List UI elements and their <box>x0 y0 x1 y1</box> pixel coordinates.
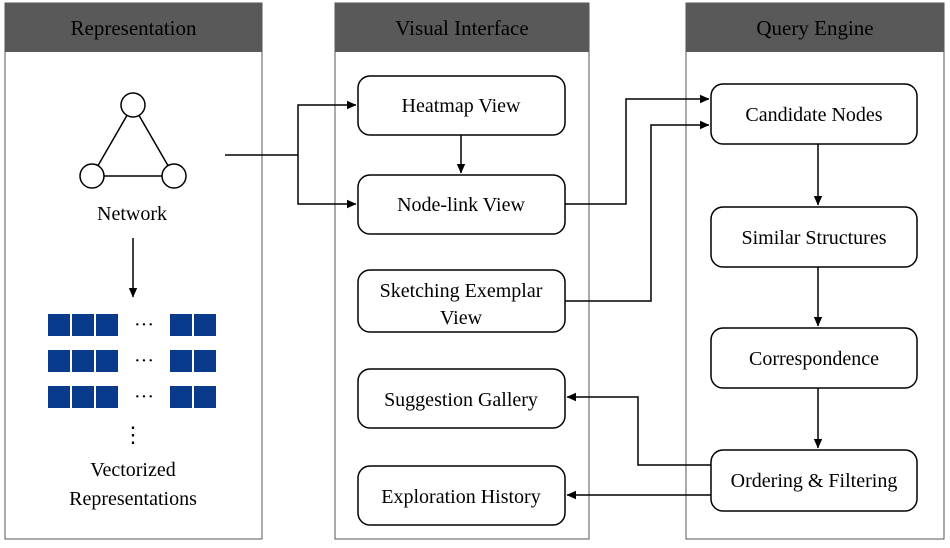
vectorized-label-line2: Representations <box>69 488 197 510</box>
vector-cell <box>48 314 70 336</box>
node-link-view-label: Node-link View <box>397 194 525 216</box>
network-node-left <box>79 163 105 189</box>
sketching-exemplar-view-box[interactable]: Sketching Exemplar View <box>357 269 566 333</box>
visual-interface-header <box>335 3 589 52</box>
vector-cell <box>72 350 94 372</box>
query-engine-title: Query Engine <box>756 16 873 40</box>
exploration-history-label: Exploration History <box>381 486 540 508</box>
row-ellipsis: ··· <box>134 350 154 372</box>
similar-structures-box[interactable]: Similar Structures <box>710 206 918 268</box>
network-node-top <box>120 92 146 118</box>
similar-structures-label: Similar Structures <box>742 227 887 249</box>
correspondence-box[interactable]: Correspondence <box>710 327 918 389</box>
ordering-to-suggestion-arrow <box>566 392 711 466</box>
suggestion-gallery-label: Suggestion Gallery <box>384 389 538 411</box>
split-to-heatmap-arrow <box>297 100 357 155</box>
network-node-right <box>161 163 187 189</box>
vector-cell <box>194 386 216 408</box>
sketching-label-line1: Sketching Exemplar <box>380 280 543 302</box>
vector-cell <box>72 386 94 408</box>
node-link-view-box[interactable]: Node-link View <box>357 174 566 235</box>
vectorized-label-line1: Vectorized <box>90 459 176 481</box>
heatmap-view-label: Heatmap View <box>402 95 522 117</box>
vector-cell <box>170 350 192 372</box>
node-link-to-candidate-arrow <box>565 94 710 205</box>
heatmap-view-box[interactable]: Heatmap View <box>357 75 566 136</box>
vector-cell <box>96 350 118 372</box>
vectorized-grid: ··· ··· ··· ⋮ <box>48 314 216 447</box>
split-to-node-link-arrow <box>297 155 357 209</box>
vector-cell <box>170 386 192 408</box>
network-label: Network <box>97 203 167 225</box>
column-ellipsis: ⋮ <box>122 422 144 447</box>
ordering-filtering-label: Ordering & Filtering <box>731 470 898 492</box>
vector-cell <box>48 386 70 408</box>
network-icon <box>79 92 187 189</box>
row-ellipsis: ··· <box>134 386 154 408</box>
vector-cell <box>72 314 94 336</box>
vector-cell <box>194 350 216 372</box>
sketching-to-candidate-arrow <box>565 120 710 302</box>
ordering-filtering-box[interactable]: Ordering & Filtering <box>710 449 918 512</box>
row-ellipsis: ··· <box>134 314 154 336</box>
candidate-nodes-label: Candidate Nodes <box>745 104 882 126</box>
vector-cell <box>96 386 118 408</box>
vector-cell <box>96 314 118 336</box>
vector-cell <box>170 314 192 336</box>
visual-interface-title: Visual Interface <box>395 16 528 40</box>
vector-cell <box>48 350 70 372</box>
exploration-history-box[interactable]: Exploration History <box>357 465 566 526</box>
candidate-nodes-box[interactable]: Candidate Nodes <box>710 83 918 145</box>
query-engine-header <box>686 3 944 52</box>
representation-title: Representation <box>71 16 197 40</box>
sketching-label-line2: View <box>440 307 483 329</box>
correspondence-label: Correspondence <box>749 348 879 370</box>
representation-header <box>5 3 262 52</box>
vector-cell <box>194 314 216 336</box>
suggestion-gallery-box[interactable]: Suggestion Gallery <box>357 368 566 429</box>
